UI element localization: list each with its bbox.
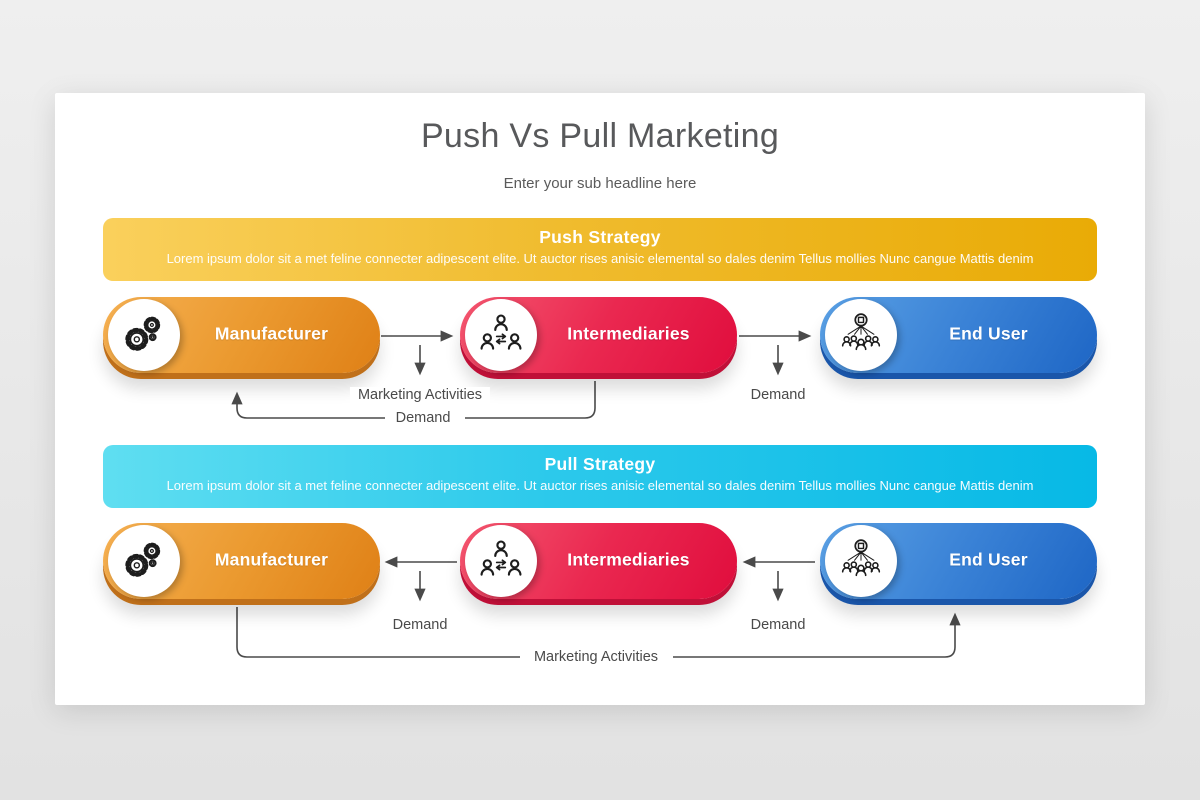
page-subtitle: Enter your sub headline here: [503, 175, 697, 192]
label-marketing-activities-push: Marketing Activities: [349, 387, 491, 403]
push-node-intermediaries: Intermediaries: [460, 297, 737, 373]
pull-node-manufacturer: Manufacturer: [103, 523, 380, 599]
pull-banner-title: Pull Strategy: [544, 454, 656, 474]
page-title: Push Vs Pull Marketing: [420, 117, 780, 155]
package-distribution-icon: [825, 299, 897, 371]
pull-node-end-user: End User: [820, 523, 1097, 599]
pull-strategy-banner: Pull Strategy Lorem ipsum dolor sit a me…: [103, 445, 1097, 508]
label-demand-push-left: Demand: [387, 410, 459, 426]
node-label: End User: [949, 323, 1028, 344]
node-label: Manufacturer: [214, 549, 329, 570]
label-demand-pull-left: Demand: [384, 617, 456, 633]
label-marketing-activities-pull: Marketing Activities: [525, 649, 667, 665]
pull-node-intermediaries: Intermediaries: [460, 523, 737, 599]
node-label: Intermediaries: [567, 549, 690, 570]
gears-icon: [108, 525, 180, 597]
gears-icon: [108, 299, 180, 371]
node-label: Intermediaries: [567, 323, 690, 344]
pull-flow-row: Manufacturer Intermediaries: [55, 523, 1145, 613]
push-banner-description: Lorem ipsum dolor sit a met feline conne…: [166, 251, 1034, 266]
push-flow-row: Manufacturer Intermediaries: [55, 297, 1145, 387]
node-label: Manufacturer: [214, 323, 329, 344]
label-demand-push-right: Demand: [742, 387, 814, 403]
push-banner-title: Push Strategy: [539, 227, 661, 247]
push-node-manufacturer: Manufacturer: [103, 297, 380, 373]
people-exchange-icon: [465, 525, 537, 597]
node-label: End User: [949, 549, 1028, 570]
label-demand-pull-right: Demand: [742, 617, 814, 633]
slide-card: Push Vs Pull Marketing Enter your sub he…: [55, 93, 1145, 705]
package-distribution-icon: [825, 525, 897, 597]
people-exchange-icon: [465, 299, 537, 371]
pull-banner-description: Lorem ipsum dolor sit a met feline conne…: [166, 478, 1034, 493]
push-node-end-user: End User: [820, 297, 1097, 373]
push-strategy-banner: Push Strategy Lorem ipsum dolor sit a me…: [103, 218, 1097, 281]
